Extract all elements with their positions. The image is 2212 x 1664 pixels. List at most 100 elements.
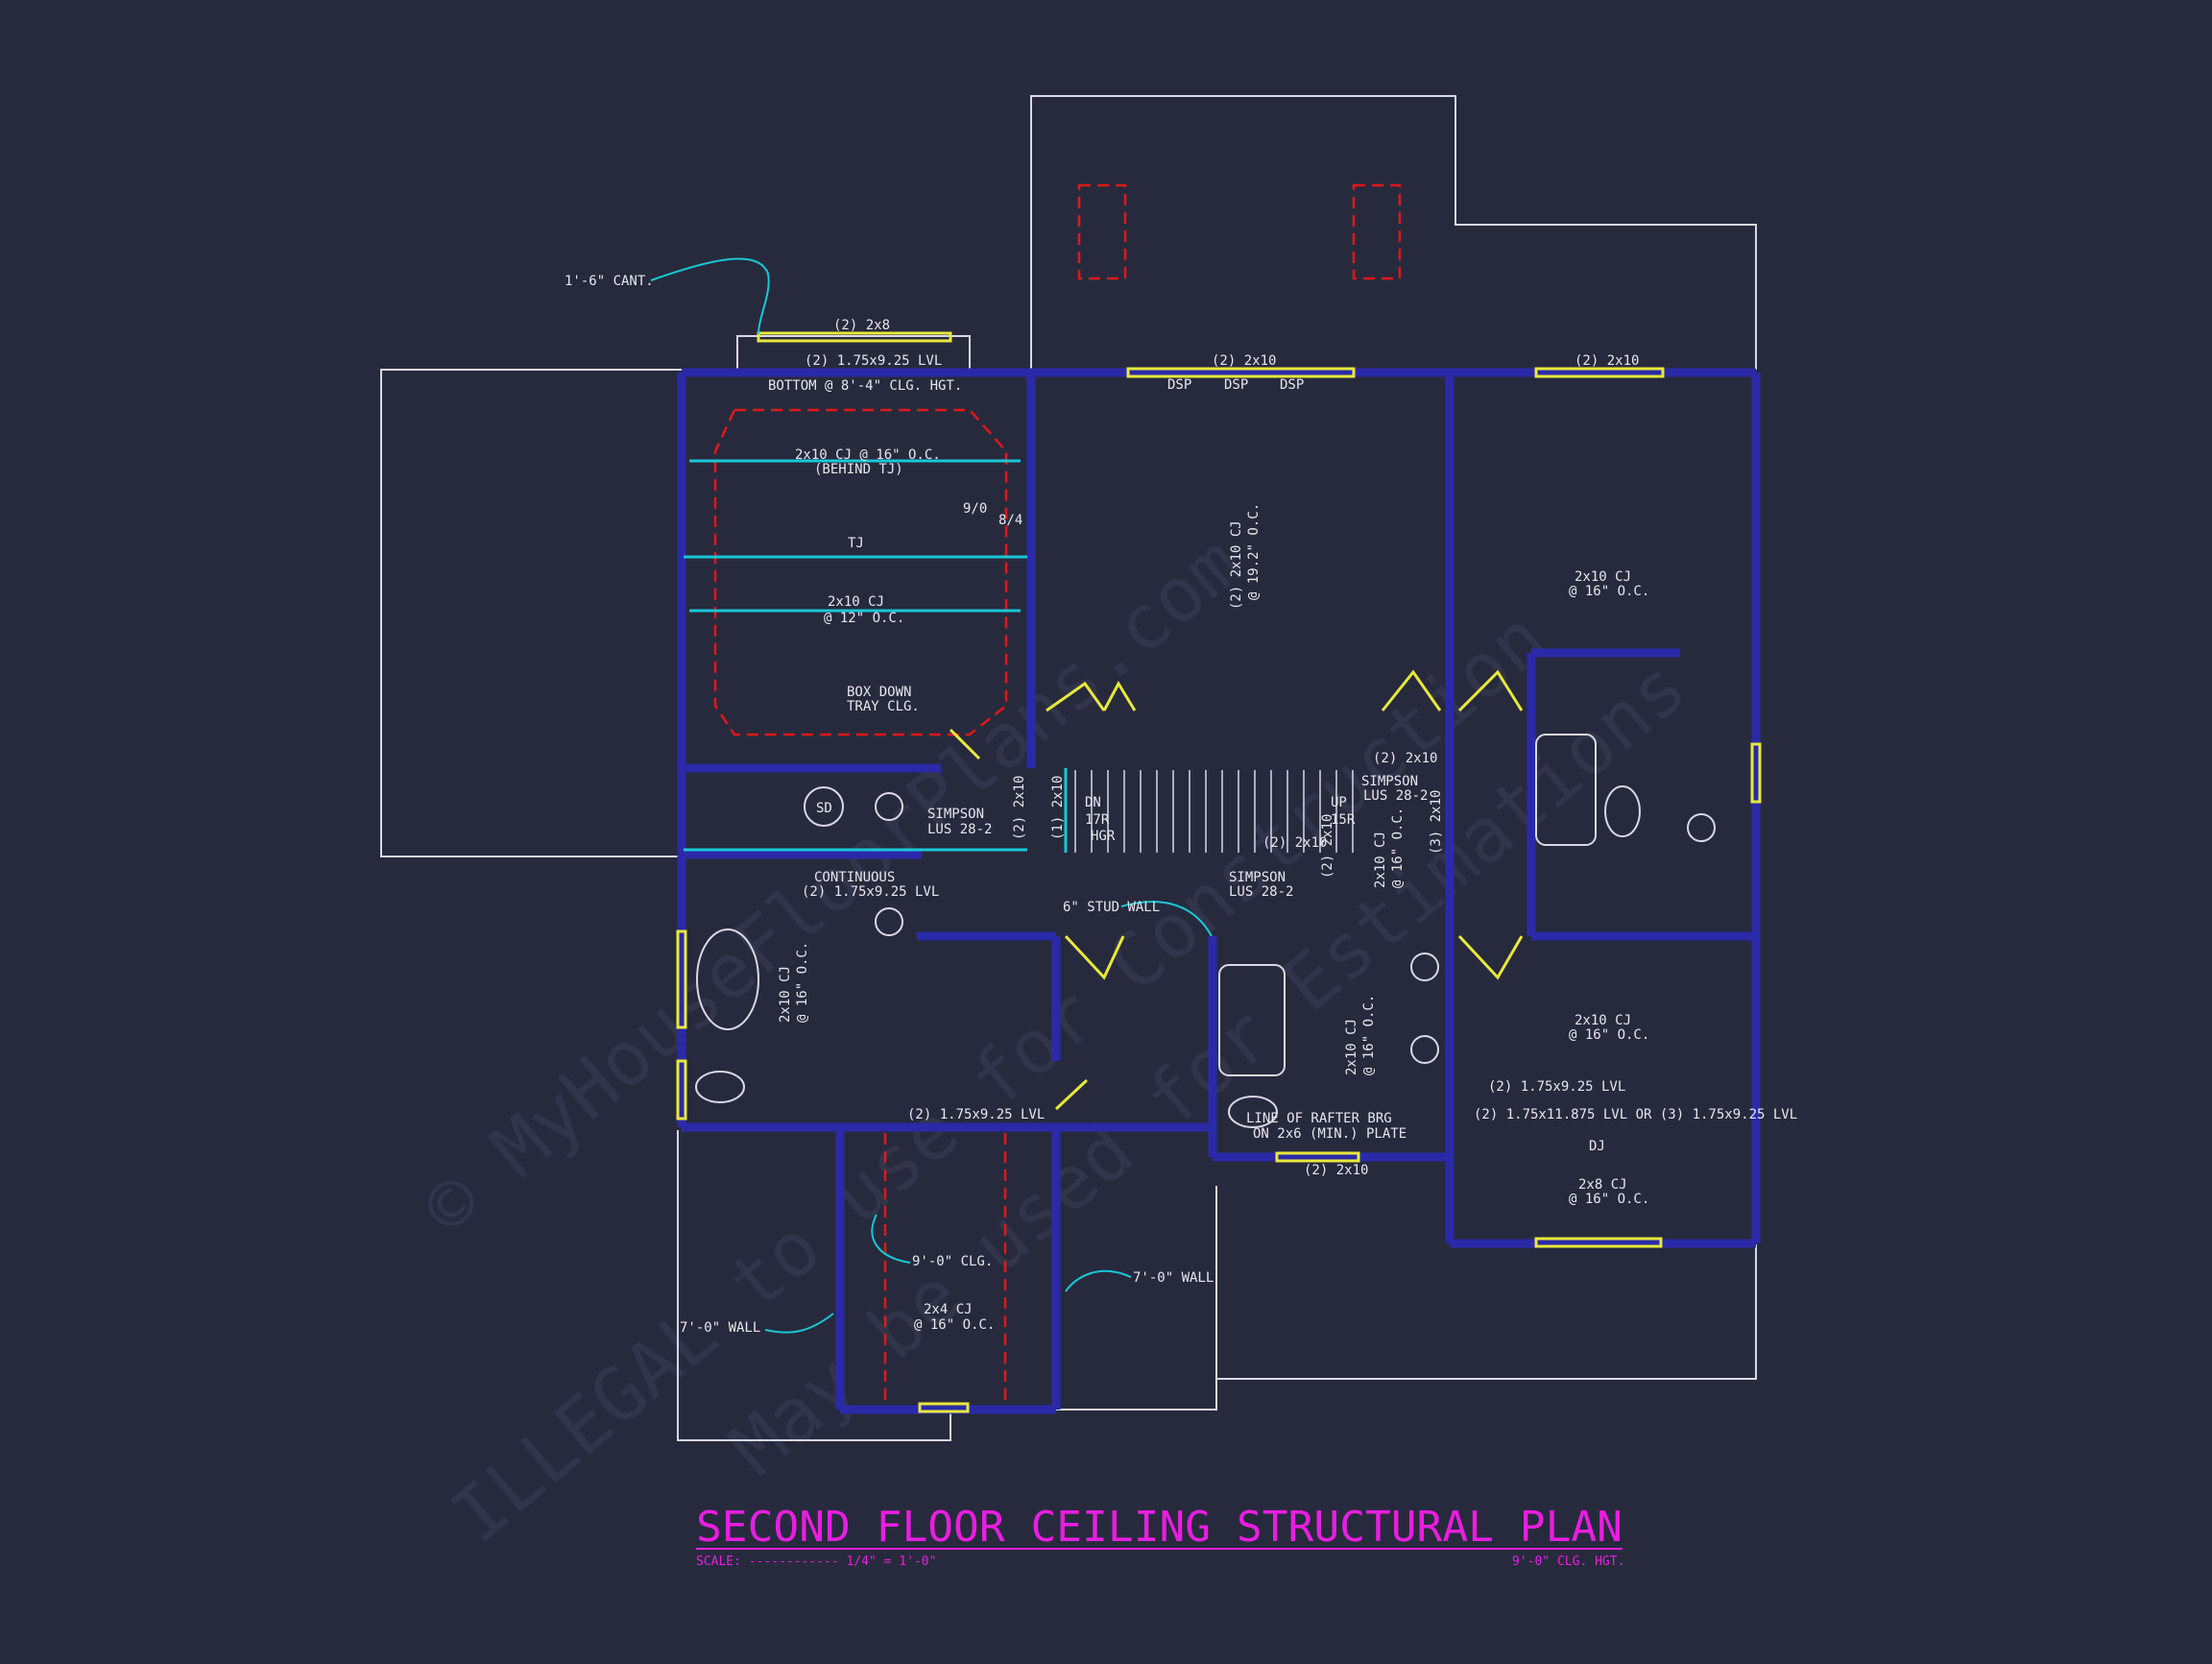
label-lvl-bottom: (2) 1.75x9.25 LVL bbox=[907, 1107, 1045, 1122]
window-top-right bbox=[1534, 367, 1665, 378]
label-simpson-left: SIMPSON bbox=[927, 807, 984, 822]
label-cj-lower-right-oc: @ 16" O.C. bbox=[1569, 1027, 1649, 1043]
toilet-left bbox=[695, 1071, 745, 1103]
door-swing-5 bbox=[1064, 934, 1125, 980]
leader-stud-wall bbox=[1120, 901, 1213, 937]
sink-1 bbox=[875, 792, 903, 821]
sink-3 bbox=[1410, 953, 1439, 981]
label-header-vert-b: (1) 2x10 bbox=[1050, 776, 1066, 840]
label-lus-mid: LUS 28-2 bbox=[1229, 884, 1293, 900]
label-lvl-right-2: (2) 1.75x11.875 LVL OR (3) 1.75x9.25 LVL bbox=[1474, 1107, 1797, 1122]
roof-outline-bottom-mid bbox=[1056, 1186, 1217, 1411]
label-pitch-8: 8/4 bbox=[998, 513, 1022, 528]
label-cj-vert-16: 2x10 CJ bbox=[1373, 832, 1388, 888]
label-header-2x10-c: (2) 2x10 bbox=[1262, 835, 1327, 851]
roof-outlines bbox=[380, 95, 1757, 1441]
label-dsp-3: DSP bbox=[1280, 377, 1304, 393]
label-cj-mid-vert-oc: @ 16" O.C. bbox=[1361, 995, 1377, 1075]
label-lvl-right-1: (2) 1.75x9.25 LVL bbox=[1488, 1079, 1625, 1095]
label-dj: DJ bbox=[1589, 1139, 1605, 1154]
leader-clg9 bbox=[871, 1214, 911, 1264]
label-dsp-1: DSP bbox=[1167, 377, 1191, 393]
tub-right bbox=[1535, 734, 1597, 846]
label-wall-right: 7'-0" WALL bbox=[1133, 1270, 1214, 1286]
tub-mid bbox=[1218, 964, 1286, 1076]
tray-ceiling-outline bbox=[713, 183, 1402, 1402]
label-stud-wall: 6" STUD WALL bbox=[1063, 900, 1160, 915]
label-cj-behind: 2x10 CJ @ 16" O.C. bbox=[795, 447, 941, 463]
label-header-2x10-top: (2) 2x10 bbox=[1212, 353, 1276, 369]
label-header-2x10-right: (2) 2x10 bbox=[1575, 353, 1639, 369]
smoke-detector bbox=[804, 786, 844, 827]
label-lvl-top: (2) 1.75x9.25 LVL bbox=[805, 353, 942, 369]
skylight-right bbox=[1352, 183, 1402, 280]
door-swing-8 bbox=[949, 728, 981, 760]
plan-labels: 1'-6" CANT. (2) 2x8 (2) 1.75x9.25 LVL BO… bbox=[565, 274, 1797, 1336]
label-simpson-mid: SIMPSON bbox=[1229, 870, 1286, 885]
door-swing-7 bbox=[1054, 1078, 1089, 1111]
label-cj-left-vert-oc: @ 16" O.C. bbox=[795, 942, 810, 1023]
scale-label: SCALE: ------------ 1/4" = 1'-0" bbox=[696, 1555, 936, 1569]
leader-wall-left bbox=[764, 1313, 834, 1334]
label-header-vert-d: (3) 2x10 bbox=[1429, 790, 1444, 855]
door-swing-6 bbox=[1457, 934, 1524, 980]
label-rafter-line: LINE OF RAFTER BRG bbox=[1246, 1111, 1392, 1126]
leader-cantilever bbox=[650, 257, 770, 335]
window-top-mid bbox=[1126, 367, 1356, 378]
label-behind-tj: (BEHIND TJ) bbox=[814, 462, 903, 477]
label-lvl-continuous: (2) 1.75x9.25 LVL bbox=[802, 884, 939, 900]
fixtures bbox=[695, 734, 1716, 1128]
label-header-2x10-bottom: (2) 2x10 bbox=[1304, 1163, 1368, 1178]
joist-lines bbox=[684, 459, 1068, 853]
label-cj-vert-16-oc: @ 16" O.C. bbox=[1390, 808, 1406, 888]
label-wall-left: 7'-0" WALL bbox=[680, 1320, 760, 1336]
label-cj-2x8: 2x8 CJ bbox=[1578, 1177, 1627, 1193]
label-lus: LUS 28-2 bbox=[1363, 788, 1428, 804]
label-17r: 17R bbox=[1085, 812, 1110, 828]
label-cj-right-oc: @ 16" O.C. bbox=[1569, 584, 1649, 599]
roof-outline-left bbox=[380, 369, 682, 857]
label-tray-clg: TRAY CLG. bbox=[847, 699, 920, 714]
window-right bbox=[1750, 742, 1762, 804]
leader-lines bbox=[650, 257, 1213, 1334]
roof-outline-bottom-left bbox=[677, 1130, 951, 1441]
label-hgr: HGR bbox=[1091, 829, 1116, 844]
walls bbox=[677, 368, 1761, 1414]
label-clg-9: 9'-0" CLG. bbox=[912, 1254, 993, 1269]
label-rafter-plate: ON 2x6 (MIN.) PLATE bbox=[1253, 1126, 1407, 1142]
label-cj-left-vert: 2x10 CJ bbox=[778, 966, 793, 1023]
window-top-left bbox=[757, 331, 952, 343]
label-simpson: SIMPSON bbox=[1361, 774, 1418, 789]
label-tj: TJ bbox=[848, 536, 864, 551]
plan-title: SECOND FLOOR CEILING STRUCTURAL PLAN bbox=[696, 1503, 1623, 1552]
sink-2 bbox=[875, 907, 903, 936]
window-bottom-mid bbox=[1275, 1151, 1360, 1163]
title-block: SECOND FLOOR CEILING STRUCTURAL PLAN SCA… bbox=[696, 1503, 1624, 1569]
door-swings bbox=[949, 669, 1524, 1111]
label-bottom-hgt: BOTTOM @ 8'-4" CLG. HGT. bbox=[768, 378, 962, 394]
tub-oval bbox=[696, 928, 759, 1030]
label-cj-2x4: 2x4 CJ bbox=[924, 1302, 973, 1317]
label-cj-right: 2x10 CJ bbox=[1575, 569, 1631, 585]
label-dsp-2: DSP bbox=[1224, 377, 1248, 393]
window-left bbox=[676, 929, 687, 1029]
door-swing-4 bbox=[1457, 669, 1524, 712]
label-header-vert-c: (2) 2x10 bbox=[1320, 814, 1335, 879]
label-cantilever: 1'-6" CANT. bbox=[565, 274, 654, 289]
label-header-vert-a: (2) 2x10 bbox=[1012, 776, 1027, 840]
roof-outline-top bbox=[1030, 95, 1757, 370]
label-up: UP bbox=[1331, 795, 1347, 810]
window-bottom-left bbox=[918, 1402, 970, 1413]
label-box-down: BOX DOWN bbox=[847, 685, 911, 700]
label-header-2x8: (2) 2x8 bbox=[833, 318, 890, 333]
label-cj-mid-vert: 2x10 CJ bbox=[1344, 1019, 1359, 1075]
label-cj-lower-right: 2x10 CJ bbox=[1575, 1013, 1631, 1028]
label-pitch-9: 9/0 bbox=[963, 501, 987, 517]
label-cj-12: 2x10 CJ bbox=[828, 594, 884, 610]
window-bottom-right bbox=[1534, 1237, 1663, 1248]
door-swing-1 bbox=[1046, 681, 1106, 712]
door-swing-3 bbox=[1381, 669, 1442, 711]
box-down-tray bbox=[713, 408, 1008, 736]
label-lus-left: LUS 28-2 bbox=[927, 822, 992, 837]
